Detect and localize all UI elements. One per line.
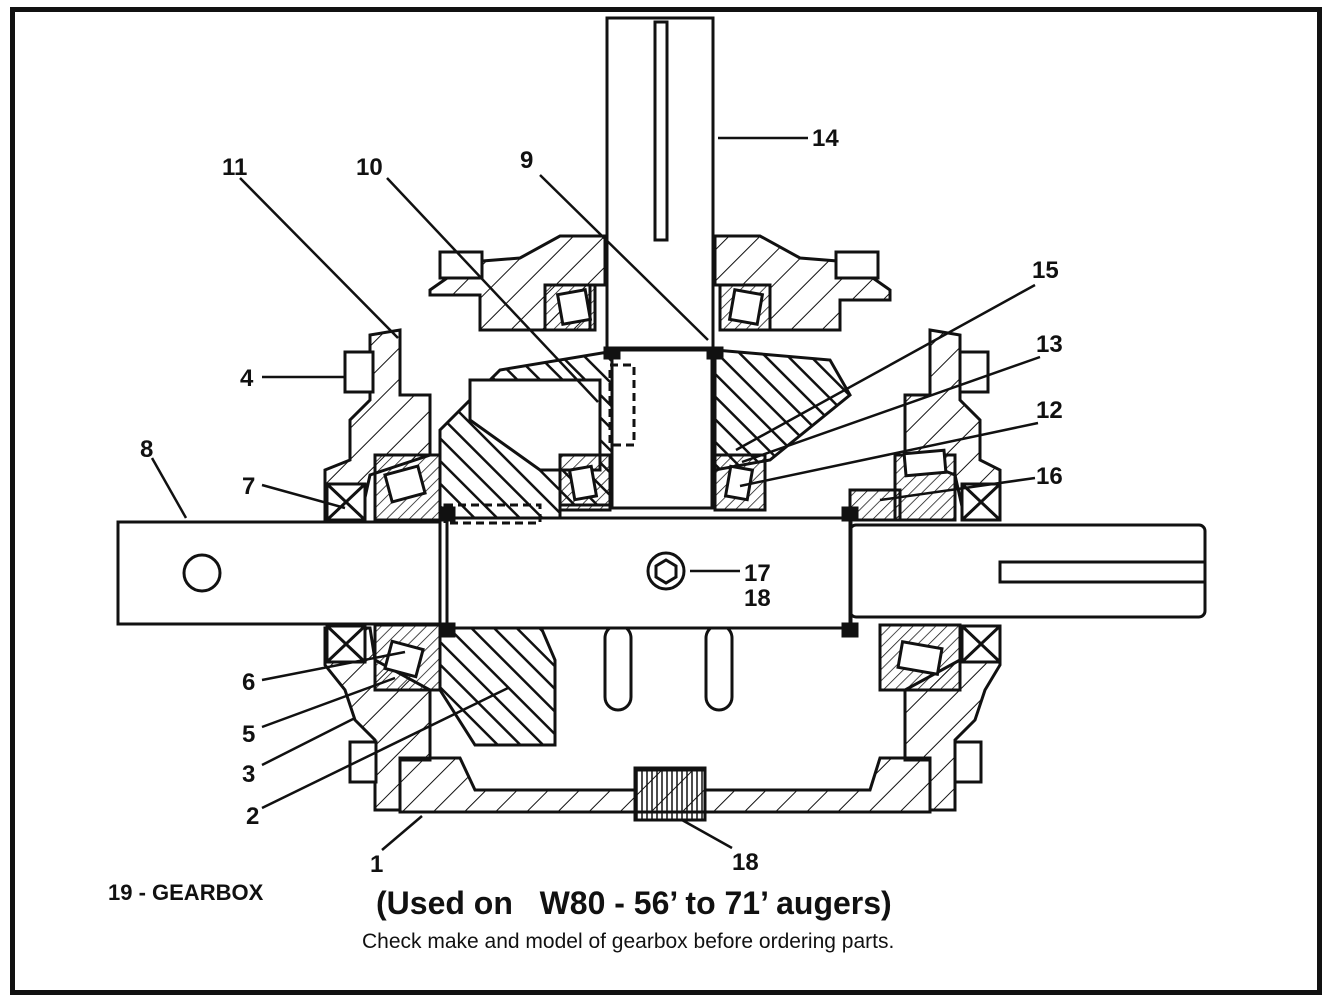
housing-bottom-cover — [398, 756, 932, 822]
callout-17: 17 — [744, 560, 771, 587]
callout-18-shaft: 18 — [744, 585, 771, 612]
callout-12: 12 — [1036, 397, 1063, 424]
callout-2: 2 — [246, 803, 259, 830]
callout-1: 1 — [370, 851, 383, 878]
callout-10: 10 — [356, 154, 383, 181]
callout-13: 13 — [1036, 331, 1063, 358]
ordering-note: Check make and model of gearbox before o… — [362, 930, 895, 953]
callout-labels: 14 11 10 9 15 13 12 4 8 7 16 17 18 6 5 3… — [140, 125, 1063, 878]
callout-15: 15 — [1032, 257, 1059, 284]
seals — [325, 482, 1002, 664]
callout-11: 11 — [222, 154, 247, 181]
horizontal-output-shaft — [116, 503, 1207, 638]
usage-caption: (Used on W80 - 56’ to 71’ augers) — [376, 885, 892, 921]
callout-8: 8 — [140, 436, 153, 463]
leader-lines — [150, 136, 1041, 851]
callout-4: 4 — [240, 365, 254, 392]
callout-16: 16 — [1036, 463, 1063, 490]
callout-9: 9 — [520, 147, 533, 174]
callout-18-drain: 18 — [732, 849, 759, 876]
vertical-input-shaft — [603, 16, 724, 510]
callout-5: 5 — [242, 721, 255, 748]
part-title: 19 - GEARBOX — [108, 880, 264, 905]
callout-7: 7 — [242, 473, 255, 500]
callout-3: 3 — [242, 761, 255, 788]
callout-14: 14 — [812, 125, 839, 152]
housing-bolts — [343, 250, 990, 784]
callout-6: 6 — [242, 669, 255, 696]
